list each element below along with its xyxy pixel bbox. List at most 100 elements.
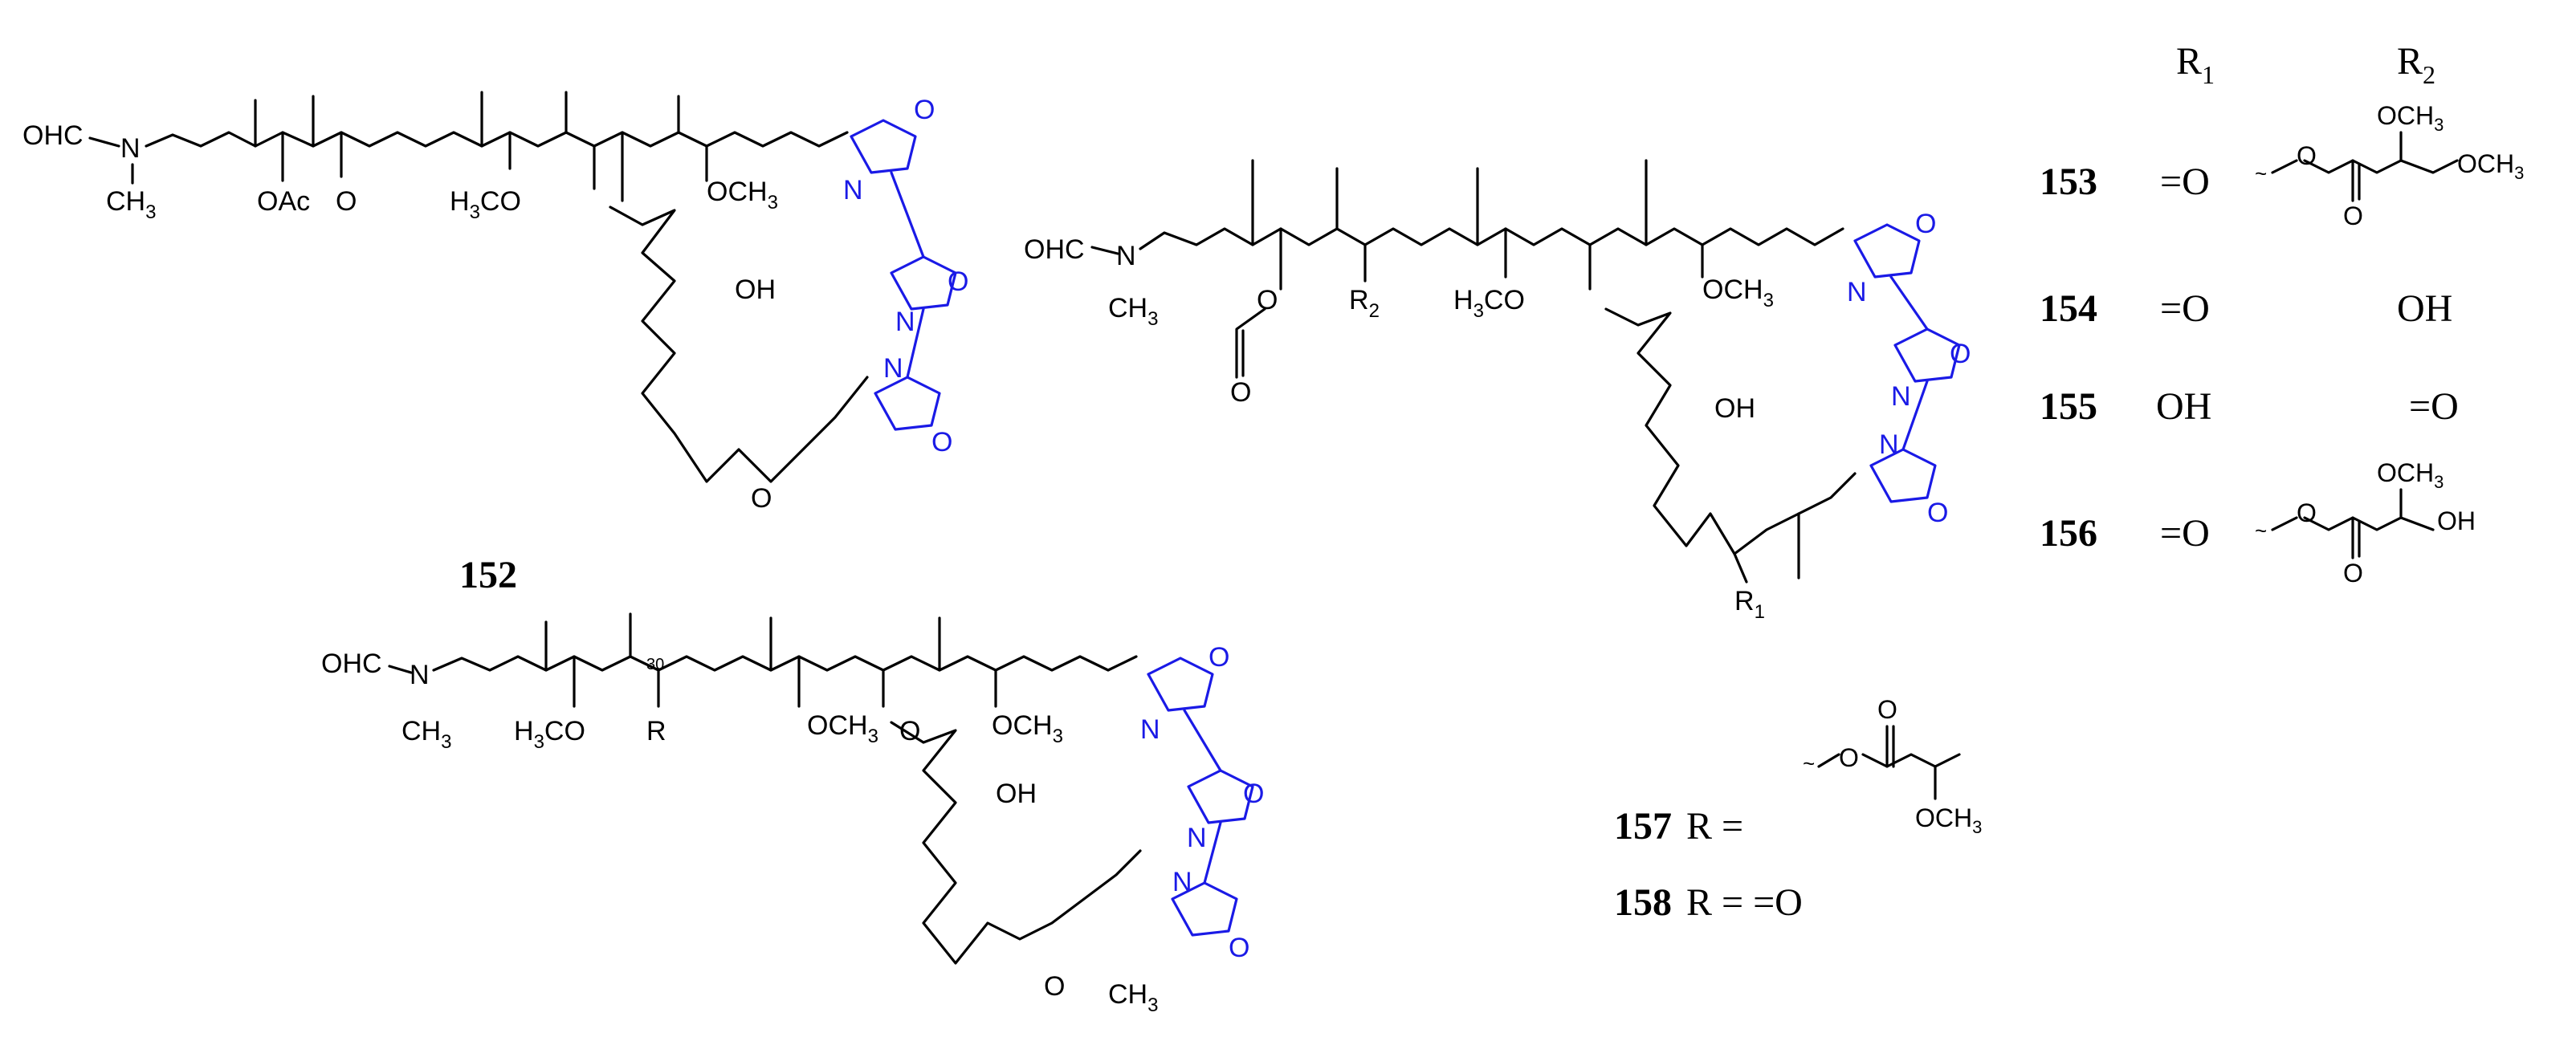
- bond-chain-152: [88, 131, 849, 148]
- svg-text:OCH3: OCH3: [1915, 803, 1982, 837]
- atom-oh: OH: [996, 779, 1037, 809]
- atom-o-ketone: O: [1044, 971, 1065, 1002]
- bond-macrocycle-153: [1604, 307, 1857, 555]
- oxazole-ring-157: O N O N N O: [1140, 642, 1264, 963]
- atom-o: O: [1257, 285, 1278, 315]
- svg-text:O: O: [1839, 743, 1859, 772]
- compound-158-r-label: R = =O: [1686, 881, 1803, 924]
- row-156-number: 156: [2040, 512, 2097, 555]
- atom-oh: OH: [1714, 393, 1755, 424]
- atom-n: N: [120, 133, 141, 164]
- oxazole-ring-153: O N O N N O: [1847, 209, 1971, 528]
- bond-branches-157: [544, 612, 997, 708]
- svg-text:N: N: [1847, 277, 1867, 307]
- atom-h3co: H3CO: [514, 716, 585, 753]
- row-155-number: 155: [2040, 385, 2097, 428]
- r-group-table: R1 R2 153 =O ~ O O OCH3 OCH3 154 =O OH 1…: [2040, 40, 2524, 588]
- svg-text:N: N: [1891, 381, 1911, 412]
- bond-chain-157: [388, 655, 1138, 674]
- row-154-r1: =O: [2160, 287, 2210, 330]
- row-153-r1: =O: [2160, 161, 2210, 203]
- compound-157-r-label: R =: [1686, 805, 1743, 848]
- svg-text:O: O: [2343, 201, 2363, 230]
- atom-oac: OAc: [257, 186, 310, 217]
- svg-text:O: O: [2343, 559, 2363, 588]
- compound-number-152: 152: [459, 554, 517, 596]
- row-155-r1: OH: [2156, 385, 2211, 428]
- svg-text:O: O: [914, 95, 935, 125]
- bond-macrocycle-152: [609, 205, 869, 483]
- svg-text:N: N: [883, 353, 903, 384]
- atom-och3-b: OCH3: [992, 710, 1063, 747]
- atom-ohc: OHC: [321, 649, 382, 679]
- atom-o-ketone: O: [751, 483, 772, 514]
- atom-ch3: CH3: [401, 716, 451, 753]
- svg-text:O: O: [1927, 498, 1948, 528]
- atom-och3: OCH3: [1702, 274, 1774, 311]
- svg-text:N: N: [1879, 429, 1899, 460]
- atom-och3-a: OCH3: [807, 710, 878, 747]
- bond-chain-153: [1090, 227, 1844, 255]
- bond-branches-152: [131, 91, 708, 202]
- bond-r1: [1733, 512, 1800, 584]
- row-153-number: 153: [2040, 161, 2097, 203]
- bond-branches-153: [1251, 159, 1704, 291]
- header-r1: R1: [2176, 40, 2215, 89]
- compound-number-157: 157: [1614, 805, 1672, 848]
- row-154-r2: OH: [2397, 287, 2452, 330]
- atom-ohc: OHC: [1024, 234, 1085, 265]
- atom-o-acetate: O: [1230, 377, 1251, 408]
- atom-r2: R2: [1349, 285, 1380, 322]
- svg-text:O: O: [1243, 779, 1264, 809]
- svg-text:O: O: [1209, 642, 1229, 673]
- atom-h3co: H3CO: [1453, 285, 1525, 322]
- atom-och3: OCH3: [707, 177, 778, 214]
- svg-text:OH: OH: [2437, 506, 2476, 535]
- row-156-r1: =O: [2160, 512, 2210, 555]
- svg-text:N: N: [843, 175, 863, 205]
- atom-ohc: OHC: [22, 120, 84, 151]
- svg-text:N: N: [895, 307, 915, 337]
- atom-ch3: CH3: [106, 186, 156, 223]
- atom-c30: 30: [646, 656, 664, 673]
- atom-h3co: H3CO: [450, 186, 521, 223]
- row-155-r2: =O: [2409, 385, 2459, 428]
- atom-ch3-b: CH3: [1108, 979, 1158, 1016]
- svg-text:OCH3: OCH3: [2377, 458, 2444, 492]
- atom-ch3: CH3: [1108, 293, 1158, 330]
- r-157-structure: ~ O O OCH3: [1803, 695, 1982, 837]
- atom-r1: R1: [1734, 586, 1765, 623]
- svg-text:N: N: [1140, 714, 1160, 745]
- svg-text:O: O: [948, 266, 968, 297]
- oxazole-ring-152: O N O N N O: [843, 95, 968, 458]
- svg-text:O: O: [1915, 209, 1936, 239]
- svg-text:OCH3: OCH3: [2457, 149, 2524, 183]
- atom-n: N: [410, 660, 430, 690]
- atom-oh: OH: [735, 274, 776, 305]
- structure-157-158: OHC N CH3 30 H3CO R OCH3 OCH3 O OH O CH3…: [321, 612, 1982, 1016]
- svg-text:O: O: [1950, 339, 1971, 369]
- atom-o: O: [899, 716, 920, 746]
- row-154-number: 154: [2040, 287, 2097, 330]
- svg-text:O: O: [2297, 498, 2317, 527]
- svg-text:~: ~: [2255, 161, 2267, 185]
- svg-text:O: O: [2297, 141, 2317, 170]
- bond-macrocycle-157: [890, 721, 1142, 965]
- atom-n: N: [1116, 241, 1136, 271]
- bond-acetate: [1235, 307, 1266, 379]
- atom-o: O: [336, 186, 357, 217]
- header-r2: R2: [2397, 40, 2435, 89]
- structure-152: OHC N CH3 OAc O H3CO OCH3 OH O O N O N N…: [22, 91, 968, 596]
- structure-153-156: OHC N CH3 O O R2 H3CO OCH3 OH R1 O N O N…: [1024, 159, 1971, 623]
- svg-text:~: ~: [1803, 751, 1815, 775]
- svg-text:N: N: [1172, 867, 1192, 897]
- row-153-r2-structure: ~ O O OCH3 OCH3: [2255, 101, 2524, 230]
- svg-text:N: N: [1187, 823, 1207, 853]
- svg-text:O: O: [931, 427, 952, 458]
- compound-number-158: 158: [1614, 881, 1672, 924]
- svg-text:~: ~: [2255, 518, 2267, 543]
- atom-r: R: [646, 716, 666, 746]
- svg-text:O: O: [1229, 933, 1249, 963]
- svg-text:OCH3: OCH3: [2377, 101, 2444, 135]
